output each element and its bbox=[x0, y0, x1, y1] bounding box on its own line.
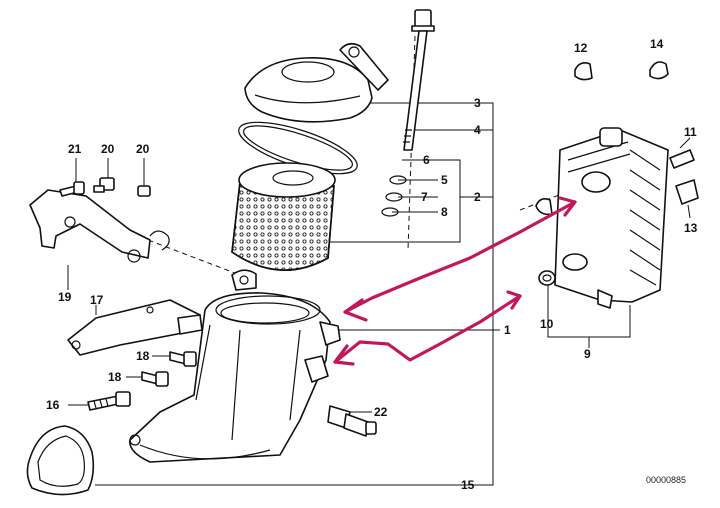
filter-cover bbox=[244, 42, 389, 123]
callout-16: 16 bbox=[46, 398, 60, 412]
small-parts-right bbox=[538, 61, 699, 286]
callout-20-left: 20 bbox=[101, 142, 115, 156]
callout-5: 5 bbox=[441, 173, 448, 187]
callout-4: 4 bbox=[474, 123, 481, 137]
small-bolts bbox=[59, 177, 197, 411]
callout-labels: 1 2 3 4 5 6 7 8 9 10 11 12 13 14 15 16 1… bbox=[46, 37, 698, 492]
callout-1: 1 bbox=[504, 323, 511, 337]
left-bracket bbox=[29, 189, 170, 263]
callout-17: 17 bbox=[90, 293, 104, 307]
callout-22: 22 bbox=[374, 405, 388, 419]
callout-20-right: 20 bbox=[136, 142, 150, 156]
callout-6: 6 bbox=[423, 153, 430, 167]
mounting-plate bbox=[67, 299, 203, 356]
reference-number: 00000885 bbox=[646, 475, 686, 485]
callout-12: 12 bbox=[574, 41, 588, 55]
callout-8: 8 bbox=[441, 205, 448, 219]
callout-14: 14 bbox=[650, 37, 664, 51]
oil-filter-element bbox=[231, 162, 336, 271]
o-rings bbox=[381, 175, 407, 217]
callout-19: 19 bbox=[58, 290, 72, 304]
housing-gasket bbox=[26, 425, 95, 496]
callout-15: 15 bbox=[461, 478, 475, 492]
long-bolt bbox=[403, 9, 435, 151]
callout-18-upper: 18 bbox=[136, 349, 150, 363]
callout-3: 3 bbox=[474, 96, 481, 110]
oil-cooler bbox=[535, 127, 669, 309]
callout-21: 21 bbox=[68, 142, 82, 156]
callout-10: 10 bbox=[540, 317, 554, 331]
temperature-sensor bbox=[327, 405, 377, 437]
callout-7: 7 bbox=[421, 190, 428, 204]
filter-housing bbox=[129, 269, 341, 463]
annotation-arrows bbox=[333, 196, 577, 366]
callout-11: 11 bbox=[684, 125, 697, 139]
callout-18-lower: 18 bbox=[108, 370, 122, 384]
callout-2: 2 bbox=[474, 190, 481, 204]
callout-13: 13 bbox=[684, 221, 698, 235]
leader-lines bbox=[55, 35, 691, 486]
callout-9: 9 bbox=[584, 347, 591, 361]
